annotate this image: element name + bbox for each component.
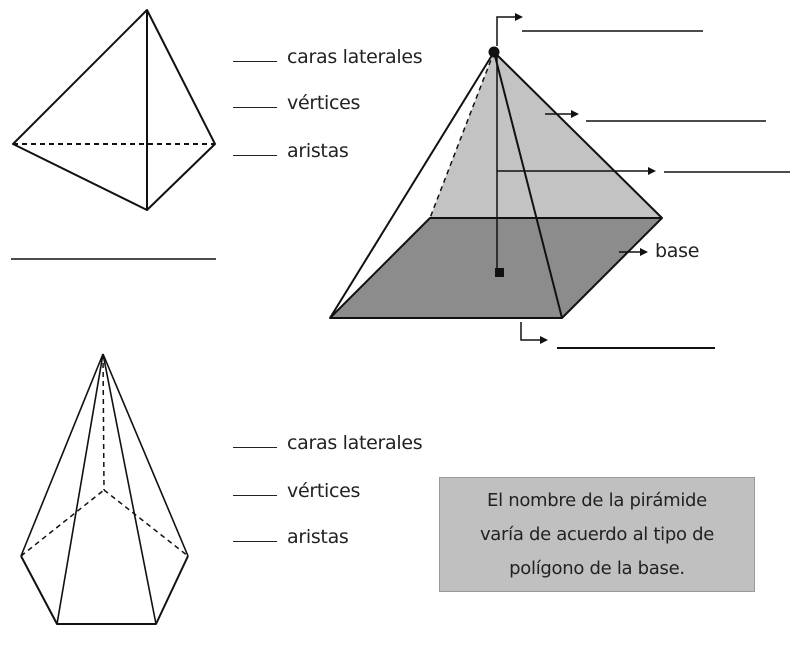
pyramid-hidden-base-edge-left: [329, 217, 431, 319]
pentagonal-hidden-lateral-edge: [102, 353, 105, 491]
pentagonal-edges-label: aristas: [233, 528, 349, 547]
label-text: vértices: [287, 92, 361, 114]
height-arrowhead: [648, 167, 656, 175]
answer-blank: [233, 107, 277, 108]
square-pyramid-diagram: [329, 46, 663, 319]
note-line: polígono de la base.: [509, 557, 685, 579]
tetrahedron-edges-label: aristas: [233, 142, 349, 161]
label-text: aristas: [287, 140, 349, 162]
square-pyramid-pointers: [496, 13, 790, 349]
pentagonal-lateral-faces-label: caras laterales: [233, 432, 423, 454]
pyramid-apex-dot: [488, 46, 500, 58]
label-text: caras laterales: [287, 432, 423, 454]
base-edge-arrowhead: [540, 336, 548, 344]
label-text: base: [655, 240, 700, 262]
pyramid-base-center-point: [495, 268, 504, 277]
pentagonal-lateral-edge-4: [102, 353, 189, 557]
tetrahedron-vertices-label: vértices: [233, 94, 360, 113]
pyramid-edge-front-left: [329, 51, 495, 319]
pentagon-visible-base-edges: [20, 555, 189, 625]
note-line: varía de acuerdo al tipo de: [479, 523, 715, 545]
answer-blank: [233, 541, 277, 542]
label-text: aristas: [287, 526, 349, 548]
pyramid-edge-back-right: [493, 51, 663, 219]
answer-blank: [233, 447, 277, 448]
label-text: caras laterales: [287, 46, 423, 68]
pentagon-hidden-base-edge-left: [20, 489, 105, 557]
square-pyramid-base-label: base: [655, 242, 699, 261]
apex-pointer-arrow: [496, 16, 518, 46]
pyramid-hidden-lateral-edge: [429, 51, 495, 219]
pentagonal-lateral-edge-2: [56, 353, 104, 625]
answer-blank: [233, 495, 277, 496]
pentagonal-lateral-edge-3: [102, 353, 157, 625]
pentagonal-pyramid-diagram: [20, 353, 189, 625]
apex-arrowhead: [515, 13, 523, 21]
pentagonal-vertices-label: vértices: [233, 482, 360, 501]
lateral-face-arrowhead: [571, 110, 579, 118]
tetrahedron-diagram: [12, 9, 216, 211]
answer-blank: [233, 155, 277, 156]
base-edge-pointer-arrow: [520, 322, 542, 341]
base-arrowhead: [640, 248, 648, 256]
pentagon-hidden-base-edge-right: [103, 489, 189, 557]
note-line: El nombre de la pirámide: [487, 489, 707, 511]
pyramid-edge-front-right: [493, 51, 563, 319]
pyramid-name-note-box: El nombre de la pirámide varía de acuerd…: [439, 477, 755, 592]
pentagonal-lateral-edge-1: [20, 353, 104, 557]
tetrahedron-outline: [12, 9, 216, 211]
tetrahedron-lateral-faces-label: caras laterales: [233, 46, 423, 68]
label-text: vértices: [287, 480, 361, 502]
answer-blank: [233, 61, 277, 62]
